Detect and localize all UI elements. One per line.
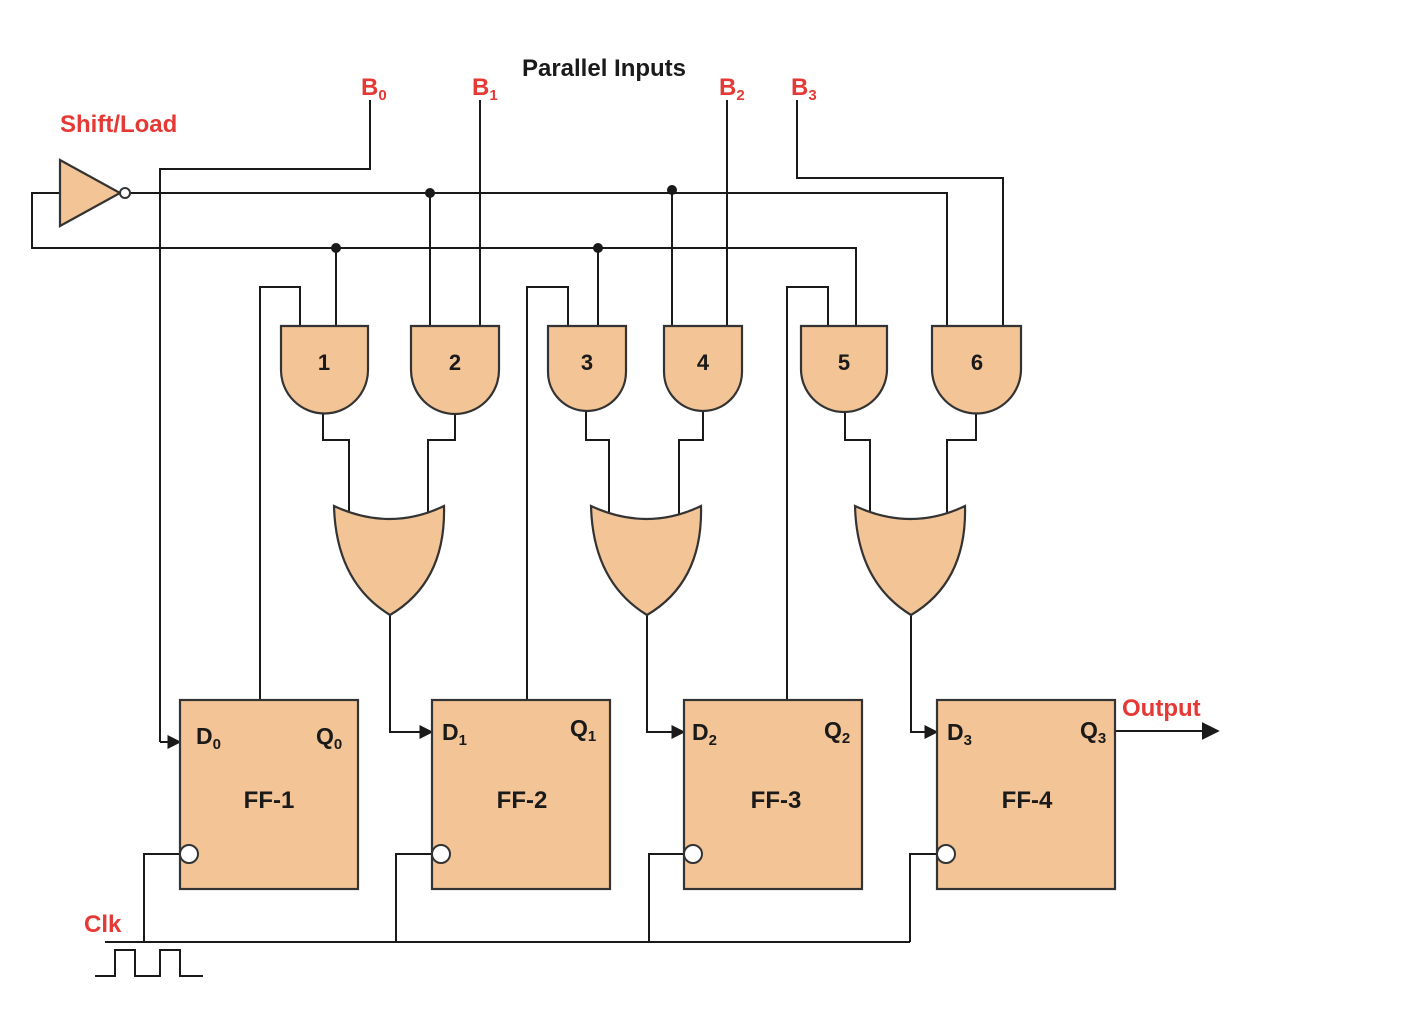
q2-feedback: [786, 286, 829, 700]
flip-flop-body: [682, 698, 864, 891]
junction-dot: [425, 188, 435, 198]
q-pin-label: Q2: [824, 717, 850, 747]
clk-to-ff3: [648, 853, 684, 942]
and-gates: 1 2 3 4 5 6: [279, 324, 1023, 416]
and4-to-or2: [678, 412, 704, 514]
flip-flop-2: D1 Q1 FF-2: [430, 698, 612, 891]
and1-to-or1: [322, 412, 350, 514]
d-pin-label: D2: [692, 719, 717, 749]
q-pin-label: Q1: [570, 715, 596, 745]
parallel-inputs-title: Parallel Inputs: [522, 55, 686, 82]
and-gate-label: 2: [449, 350, 461, 375]
and-gate-4: 4: [662, 324, 744, 413]
flip-flop-name: FF-1: [244, 787, 295, 814]
b3-label: B3: [791, 74, 817, 104]
b0-label: B0: [361, 74, 387, 104]
flip-flop-body: [935, 698, 1117, 891]
and-gate-label: 6: [971, 350, 983, 375]
clock-bubble: [936, 844, 956, 864]
flip-flop-1: D0 Q0 FF-1: [178, 698, 360, 891]
d-pin-label: D3: [947, 719, 972, 749]
shift-load-line: [31, 192, 857, 326]
b3-wire: [796, 100, 1004, 326]
not-shift-line: [130, 192, 948, 326]
or3-to-d3: [910, 615, 939, 739]
and-gate-label: 1: [318, 350, 330, 375]
junction-dot: [331, 243, 341, 253]
and5-to-or3: [844, 412, 871, 514]
not-gate-bubble: [119, 187, 131, 199]
or-gate-2: [589, 504, 703, 617]
and-gate-label: 5: [838, 350, 850, 375]
wires: [31, 100, 1220, 977]
b0-wire: [159, 100, 371, 742]
or-gates: [332, 504, 967, 617]
q-pin-label: Q3: [1080, 717, 1106, 747]
clk-to-ff2: [395, 853, 432, 942]
clock-bubble: [683, 844, 703, 864]
output-label: Output: [1122, 695, 1201, 722]
and-gate-5: 5: [799, 324, 889, 414]
flip-flop-3: D2 Q2 FF-3: [682, 698, 864, 891]
flip-flop-name: FF-4: [1002, 787, 1053, 814]
flip-flop-4: D3 Q3 FF-4: [935, 698, 1117, 891]
and-gate-3: 3: [546, 324, 628, 413]
flip-flop-body: [178, 698, 360, 891]
shift-load-label: Shift/Load: [60, 111, 177, 138]
flip-flop-body: [430, 698, 612, 891]
flip-flops: D0 Q0 FF-1 D1 Q1 FF-2 D2 Q2 FF-3 D3 Q3 F…: [178, 698, 1117, 891]
or-gate-1: [332, 504, 446, 617]
and6-to-or3: [946, 412, 977, 514]
clk-to-ff4: [909, 853, 937, 942]
b2-label: B2: [719, 74, 745, 104]
b1-label: B1: [472, 74, 498, 104]
or2-to-d2: [646, 615, 686, 739]
junctions: [331, 185, 677, 253]
junction-dot: [593, 243, 603, 253]
d-pin-label: D1: [442, 719, 467, 749]
flip-flop-name: FF-2: [497, 787, 548, 814]
flip-flop-name: FF-3: [751, 787, 802, 814]
or-gate-3: [853, 504, 967, 617]
and-gate-2: 2: [409, 324, 501, 416]
d-pin-label: D0: [196, 723, 221, 753]
junction-dot: [667, 185, 677, 195]
q-pin-label: Q0: [316, 723, 342, 753]
clock-pulse-symbol: [95, 949, 203, 977]
and3-to-or2: [585, 412, 610, 514]
not-gate-triangle: [58, 158, 123, 228]
and-gate-label: 4: [697, 350, 710, 375]
q0-feedback: [259, 286, 301, 700]
clk-to-ff1: [143, 853, 180, 942]
and-gate-label: 3: [581, 350, 593, 375]
and-gate-1: 1: [279, 324, 370, 415]
or1-to-d1: [389, 615, 434, 739]
not-gate: [58, 158, 131, 228]
labels: Parallel Inputs Shift/Load B0 B1 B2 B3 O…: [60, 55, 1201, 938]
and-gate-6: 6: [930, 324, 1023, 415]
clock-bubble: [431, 844, 451, 864]
and2-to-or1: [427, 412, 456, 514]
clock-label: Clk: [84, 911, 122, 938]
q1-feedback: [526, 286, 569, 700]
clock-bubble: [179, 844, 199, 864]
